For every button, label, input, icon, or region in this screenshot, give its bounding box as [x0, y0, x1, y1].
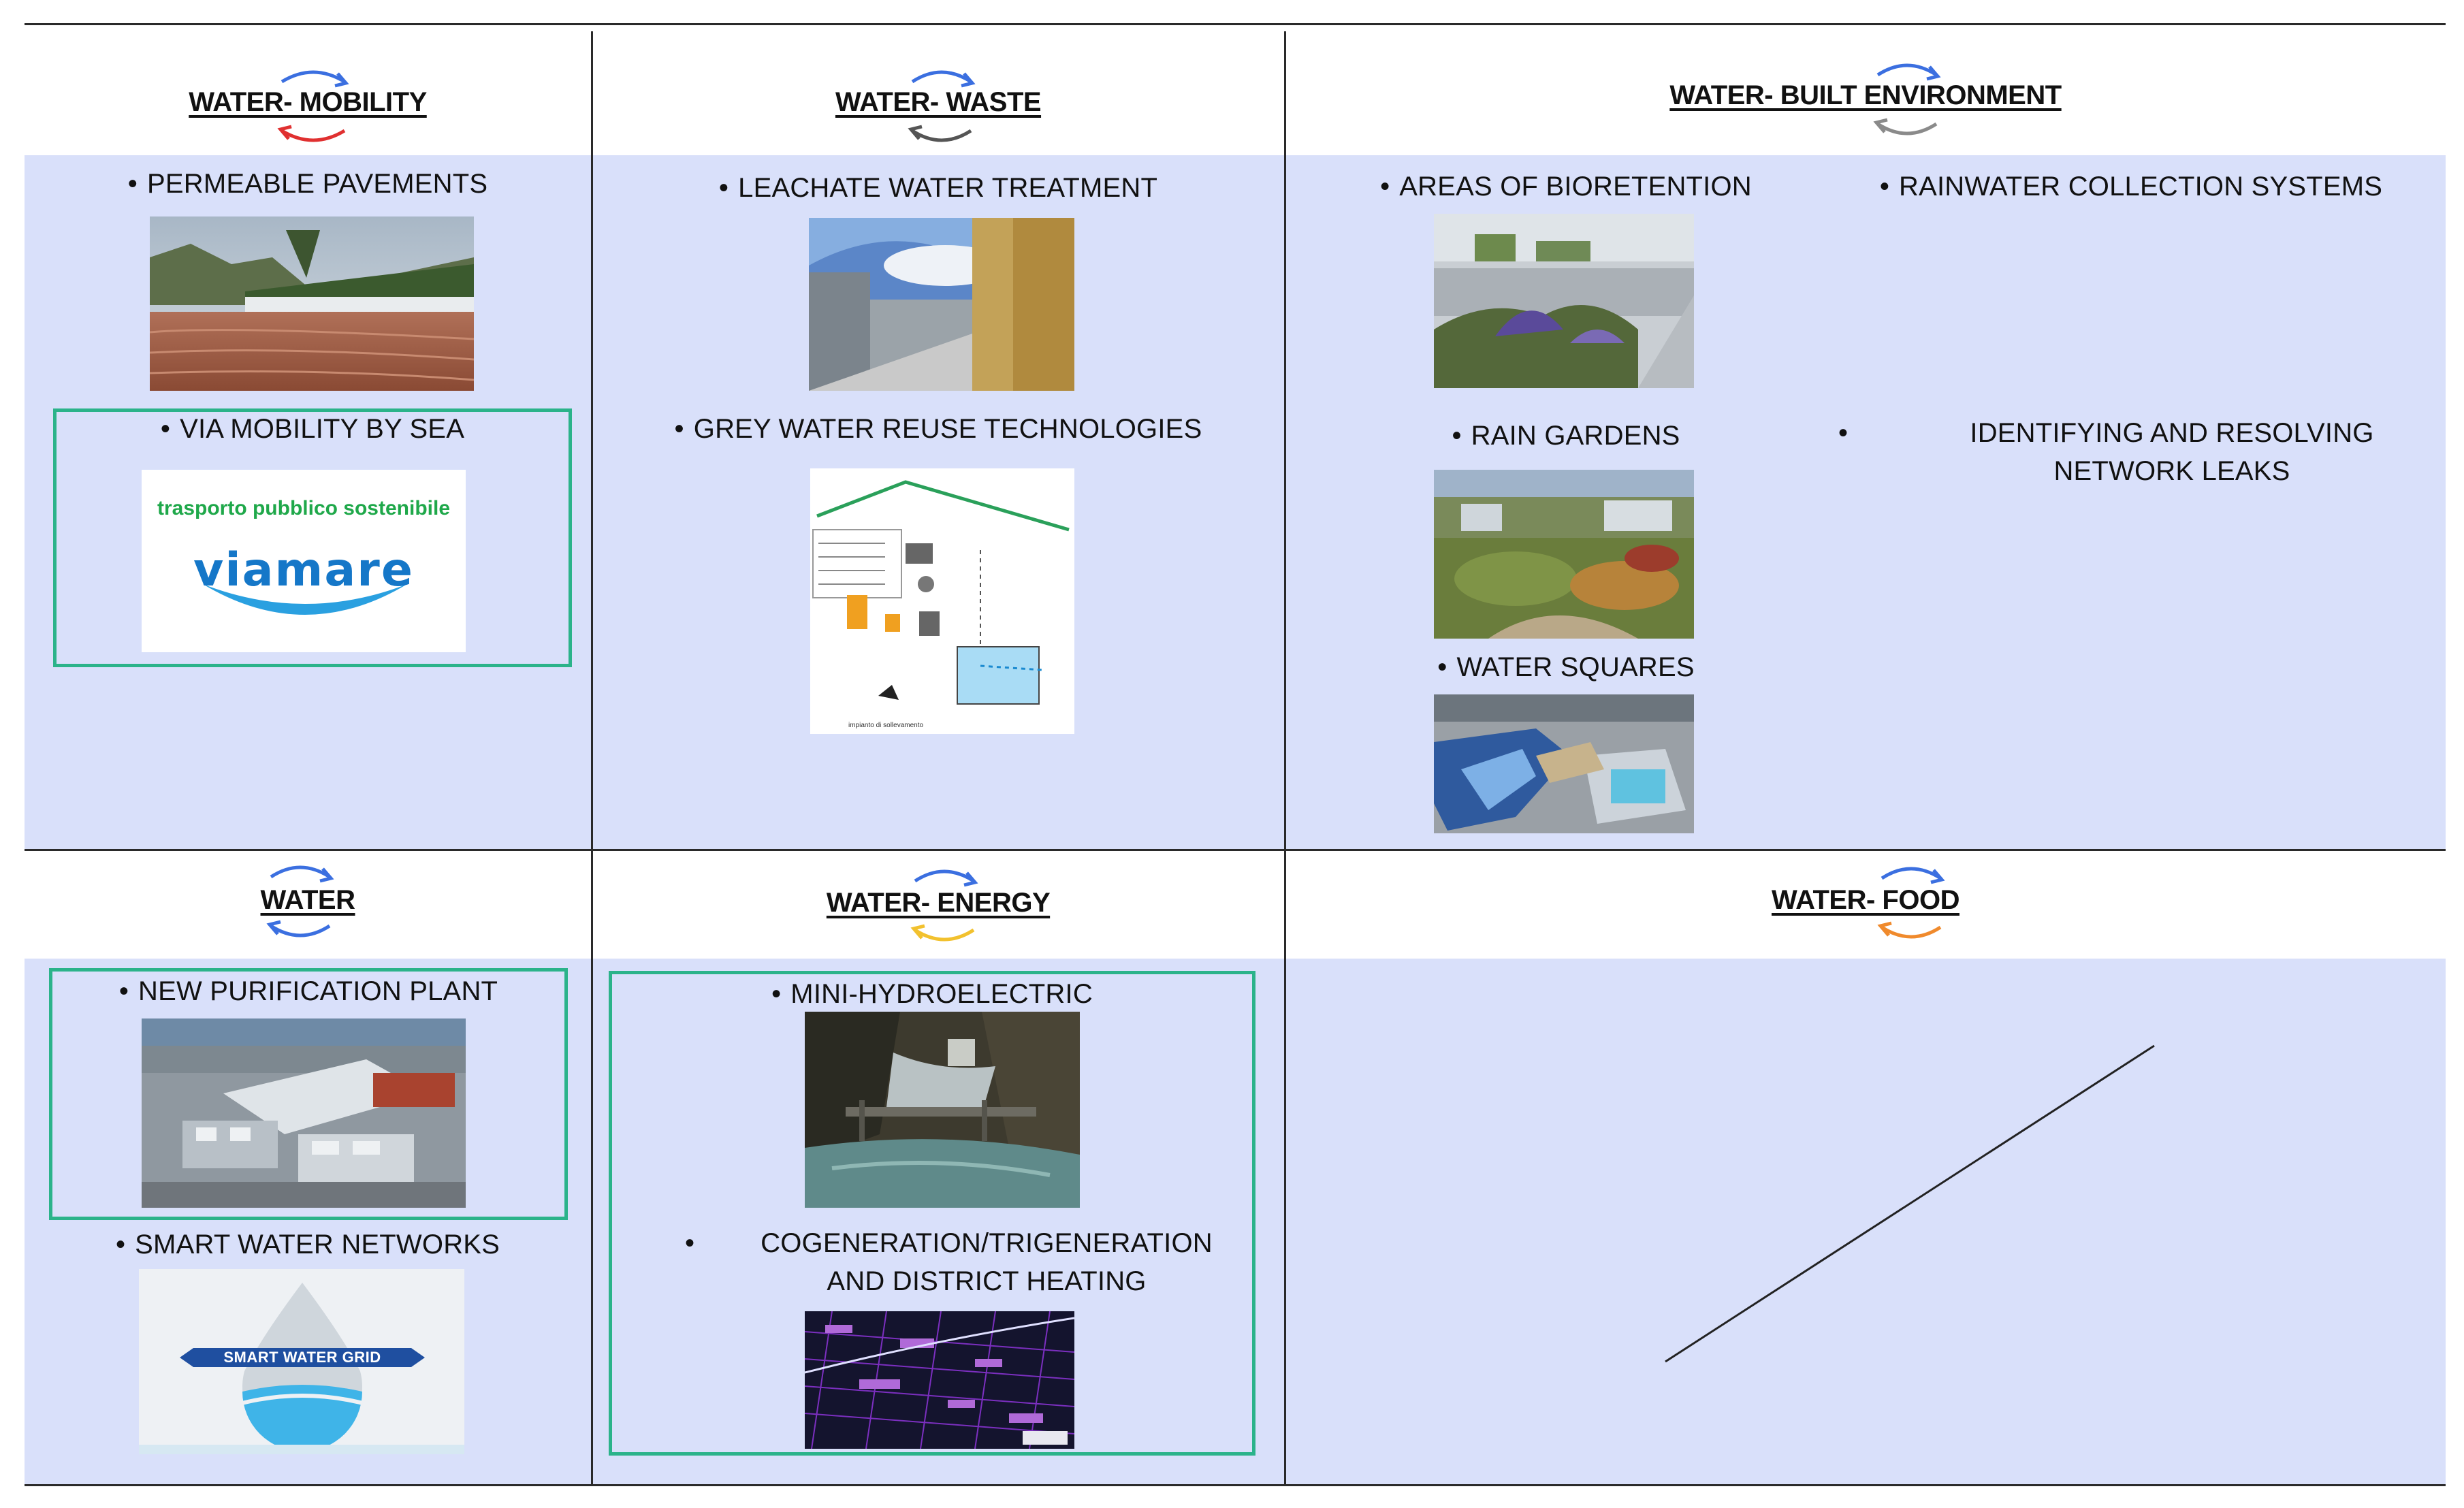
grid-bottom-border [25, 1484, 2446, 1486]
bioretention-photo [1434, 214, 1694, 388]
water-item-new-purification-plant: •NEW PURIFICATION PLANT [118, 976, 498, 1006]
viamare-logo: trasporto pubblico sostenibile viamare [142, 470, 466, 652]
waste-header: WATER- WASTE [592, 61, 1284, 143]
grey-water-diagram: impianto di sollevamento [810, 468, 1074, 734]
built-item-rainwater-collection: •RAINWATER COLLECTION SYSTEMS [1879, 172, 2383, 202]
waste-item-grey-water: •GREY WATER REUSE TECHNOLOGIES [674, 414, 1202, 444]
energy-header: WATER- ENERGY [592, 862, 1284, 944]
permeable-pavements-photo [150, 216, 474, 391]
built-item-network-leaks: • IDENTIFYING AND RESOLVING NETWORK LEAK… [1838, 418, 2374, 486]
waste-title: WATER- WASTE [835, 86, 1042, 117]
energy-item-cogeneration: • COGENERATION/TRIGENERATION AND DISTRIC… [685, 1228, 1213, 1296]
grid-col-divider-1 [591, 31, 593, 1486]
water-title: WATER [260, 884, 355, 915]
waste-item-leachate: •LEACHATE WATER TREATMENT [718, 173, 1158, 203]
energy-highlight-box [609, 971, 1255, 1456]
mobility-title: WATER- MOBILITY [189, 86, 427, 117]
energy-item-mini-hydroelectric: •MINI-HYDROELECTRIC [771, 979, 1093, 1009]
water-highlight-box [49, 968, 568, 1220]
water-item-smart-water-networks: •SMART WATER NETWORKS [115, 1230, 500, 1260]
food-header: WATER- FOOD [1285, 859, 2446, 941]
viamare-name: viamare [193, 543, 414, 597]
purification-plant-photo [142, 1018, 466, 1208]
water-header: WATER [25, 859, 591, 941]
food-title: WATER- FOOD [1772, 884, 1959, 915]
leachate-treatment-photo [809, 218, 1074, 391]
rain-gardens-photo [1434, 470, 1694, 639]
smart-water-grid-badge: SMART WATER GRID [223, 1349, 381, 1366]
mobility-highlight-box [53, 408, 572, 667]
svg-text:impianto di sollevamento: impianto di sollevamento [848, 722, 923, 729]
mobility-item-via-mobility-by-sea: •VIA MOBILITY BY SEA [160, 414, 465, 444]
smart-water-grid-logo: SMART WATER GRID [139, 1269, 464, 1454]
built-title: WATER- BUILT ENVIRONMENT [1669, 80, 2062, 110]
built-item-water-squares: •WATER SQUARES [1437, 652, 1695, 682]
grid-col-divider-2 [1284, 31, 1286, 1486]
food-empty-cell-slash [1665, 1044, 2155, 1363]
district-heating-map [805, 1311, 1074, 1449]
built-item-bioretention: •AREAS OF BIORETENTION [1380, 172, 1752, 202]
built-item-rain-gardens: •RAIN GARDENS [1452, 421, 1680, 451]
viamare-tagline: trasporto pubblico sostenibile [157, 497, 451, 519]
grid-top-border [25, 23, 2446, 25]
mini-hydroelectric-photo [805, 1012, 1080, 1208]
mobility-header: WATER- MOBILITY [25, 61, 591, 143]
built-header: WATER- BUILT ENVIRONMENT [1285, 54, 2446, 136]
grid-middle-border [25, 849, 2446, 851]
mobility-item-permeable-pavements: •PERMEABLE PAVEMENTS [127, 169, 488, 199]
water-squares-photo [1434, 694, 1694, 833]
energy-title: WATER- ENERGY [826, 887, 1051, 918]
